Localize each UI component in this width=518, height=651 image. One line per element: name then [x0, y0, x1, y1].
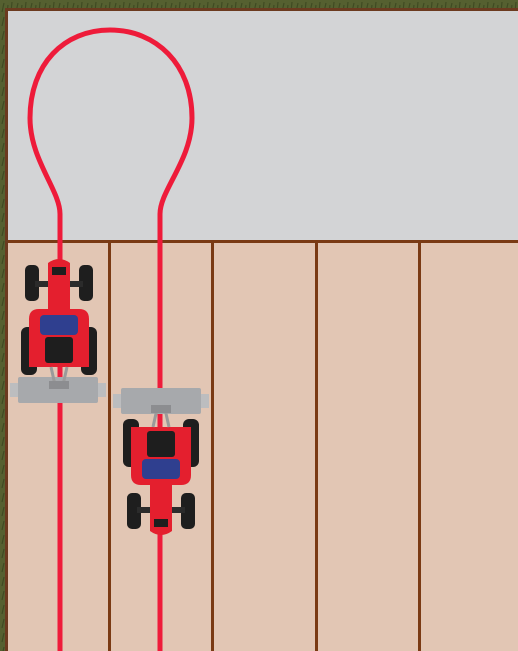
- headland-boundary: [8, 240, 518, 243]
- strip-dividers: [108, 241, 421, 651]
- strip-divider: [418, 241, 421, 651]
- strip-divider: [108, 241, 111, 651]
- field-strip: [421, 243, 518, 651]
- turn-path: [27, 27, 195, 651]
- field-strip: [318, 243, 419, 651]
- strip-group: [8, 243, 518, 651]
- implement-icon: [10, 377, 106, 403]
- strip-divider: [315, 241, 318, 651]
- headland-area: [8, 11, 518, 240]
- field-strip: [214, 243, 316, 651]
- tractor-rear: [113, 388, 209, 537]
- strip-divider: [211, 241, 214, 651]
